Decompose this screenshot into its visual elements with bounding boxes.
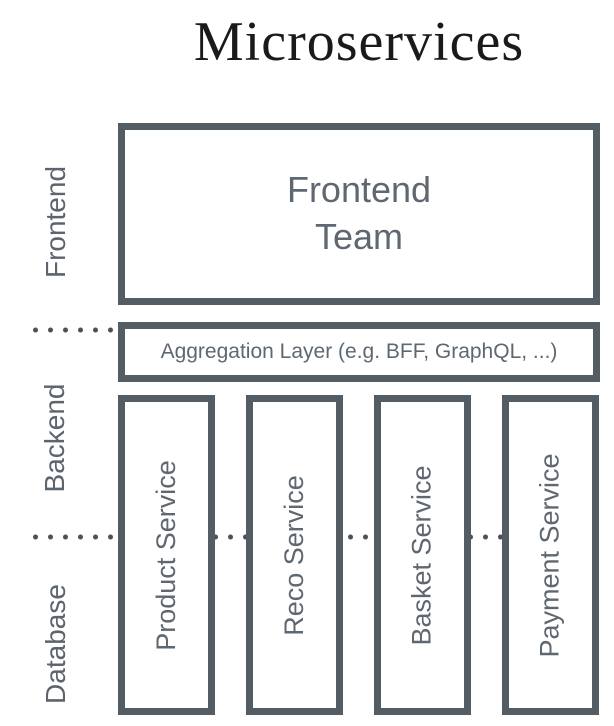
aggregation-layer-label: Aggregation Layer (e.g. BFF, GraphQL, ..… <box>160 340 558 363</box>
diagram-title: Microservices <box>193 11 525 73</box>
service-label-payment: Payment Service <box>535 452 565 658</box>
service-label-basket: Basket Service <box>407 464 438 646</box>
layer-label-frontend: Frontend <box>40 165 71 279</box>
service-box-reco: Reco Service <box>246 395 343 715</box>
aggregation-layer-box: Aggregation Layer (e.g. BFF, GraphQL, ..… <box>118 322 600 382</box>
layer-label-backend: Backend <box>39 383 70 493</box>
service-label-product: Product Service <box>151 459 181 651</box>
frontend-team-label: Frontend Team <box>286 169 432 257</box>
service-box-product: Product Service <box>118 395 215 715</box>
frontend-team-box: Frontend Team <box>118 123 600 305</box>
service-box-payment: Payment Service <box>502 395 599 715</box>
service-label-reco: Reco Service <box>279 474 310 636</box>
service-box-basket: Basket Service <box>374 395 471 715</box>
layer-label-database: Database <box>40 584 71 704</box>
